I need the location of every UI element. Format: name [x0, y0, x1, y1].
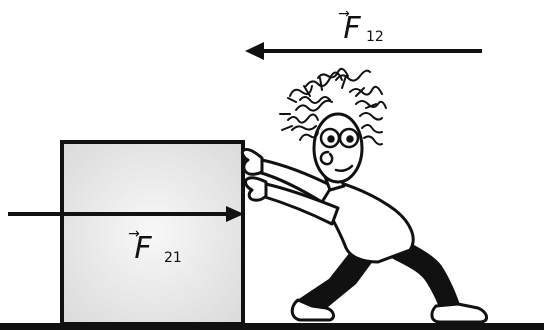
- pushed-box: [62, 142, 243, 324]
- pushing-person-icon: [242, 69, 486, 322]
- force-arrow-f12: [245, 42, 482, 60]
- front-shoe: [432, 304, 487, 322]
- torso: [322, 180, 413, 262]
- svg-text:12: 12: [366, 29, 384, 45]
- svg-text:F: F: [343, 11, 361, 46]
- svg-text:F: F: [134, 231, 152, 266]
- svg-text:21: 21: [164, 250, 182, 266]
- lower-hand: [245, 178, 266, 200]
- label-f12: → F 12: [338, 6, 384, 46]
- nose: [321, 152, 332, 164]
- upper-hand: [242, 149, 262, 174]
